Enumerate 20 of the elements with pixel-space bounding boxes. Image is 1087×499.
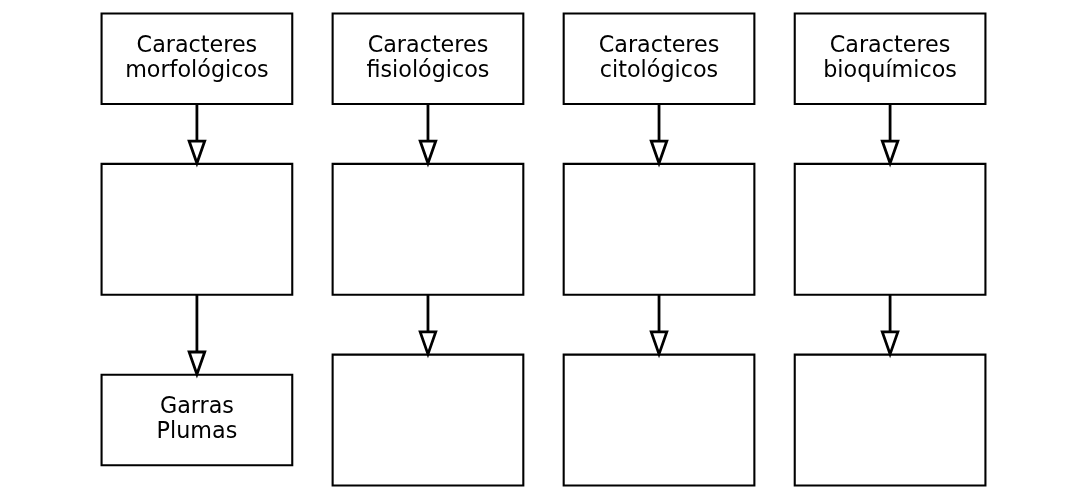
node-box	[793, 162, 987, 296]
node-box: Garras Plumas	[100, 373, 294, 467]
arrow	[649, 294, 669, 359]
node-box: Caracteres bioquímicos	[793, 12, 987, 106]
arrow	[418, 294, 438, 359]
arrow	[418, 104, 438, 168]
arrow	[187, 294, 207, 379]
node-box	[562, 162, 756, 296]
node-box	[793, 353, 987, 487]
node-box	[562, 353, 756, 487]
node-box: Caracteres fisiológicos	[331, 12, 525, 106]
node-box: Caracteres citológicos	[562, 12, 756, 106]
node-box	[100, 162, 294, 296]
node-box	[331, 162, 525, 296]
arrow	[880, 104, 900, 168]
arrow	[187, 104, 207, 168]
node-box	[331, 353, 525, 487]
arrow	[649, 104, 669, 168]
arrow	[880, 294, 900, 359]
node-box: Caracteres morfológicos	[100, 12, 294, 106]
